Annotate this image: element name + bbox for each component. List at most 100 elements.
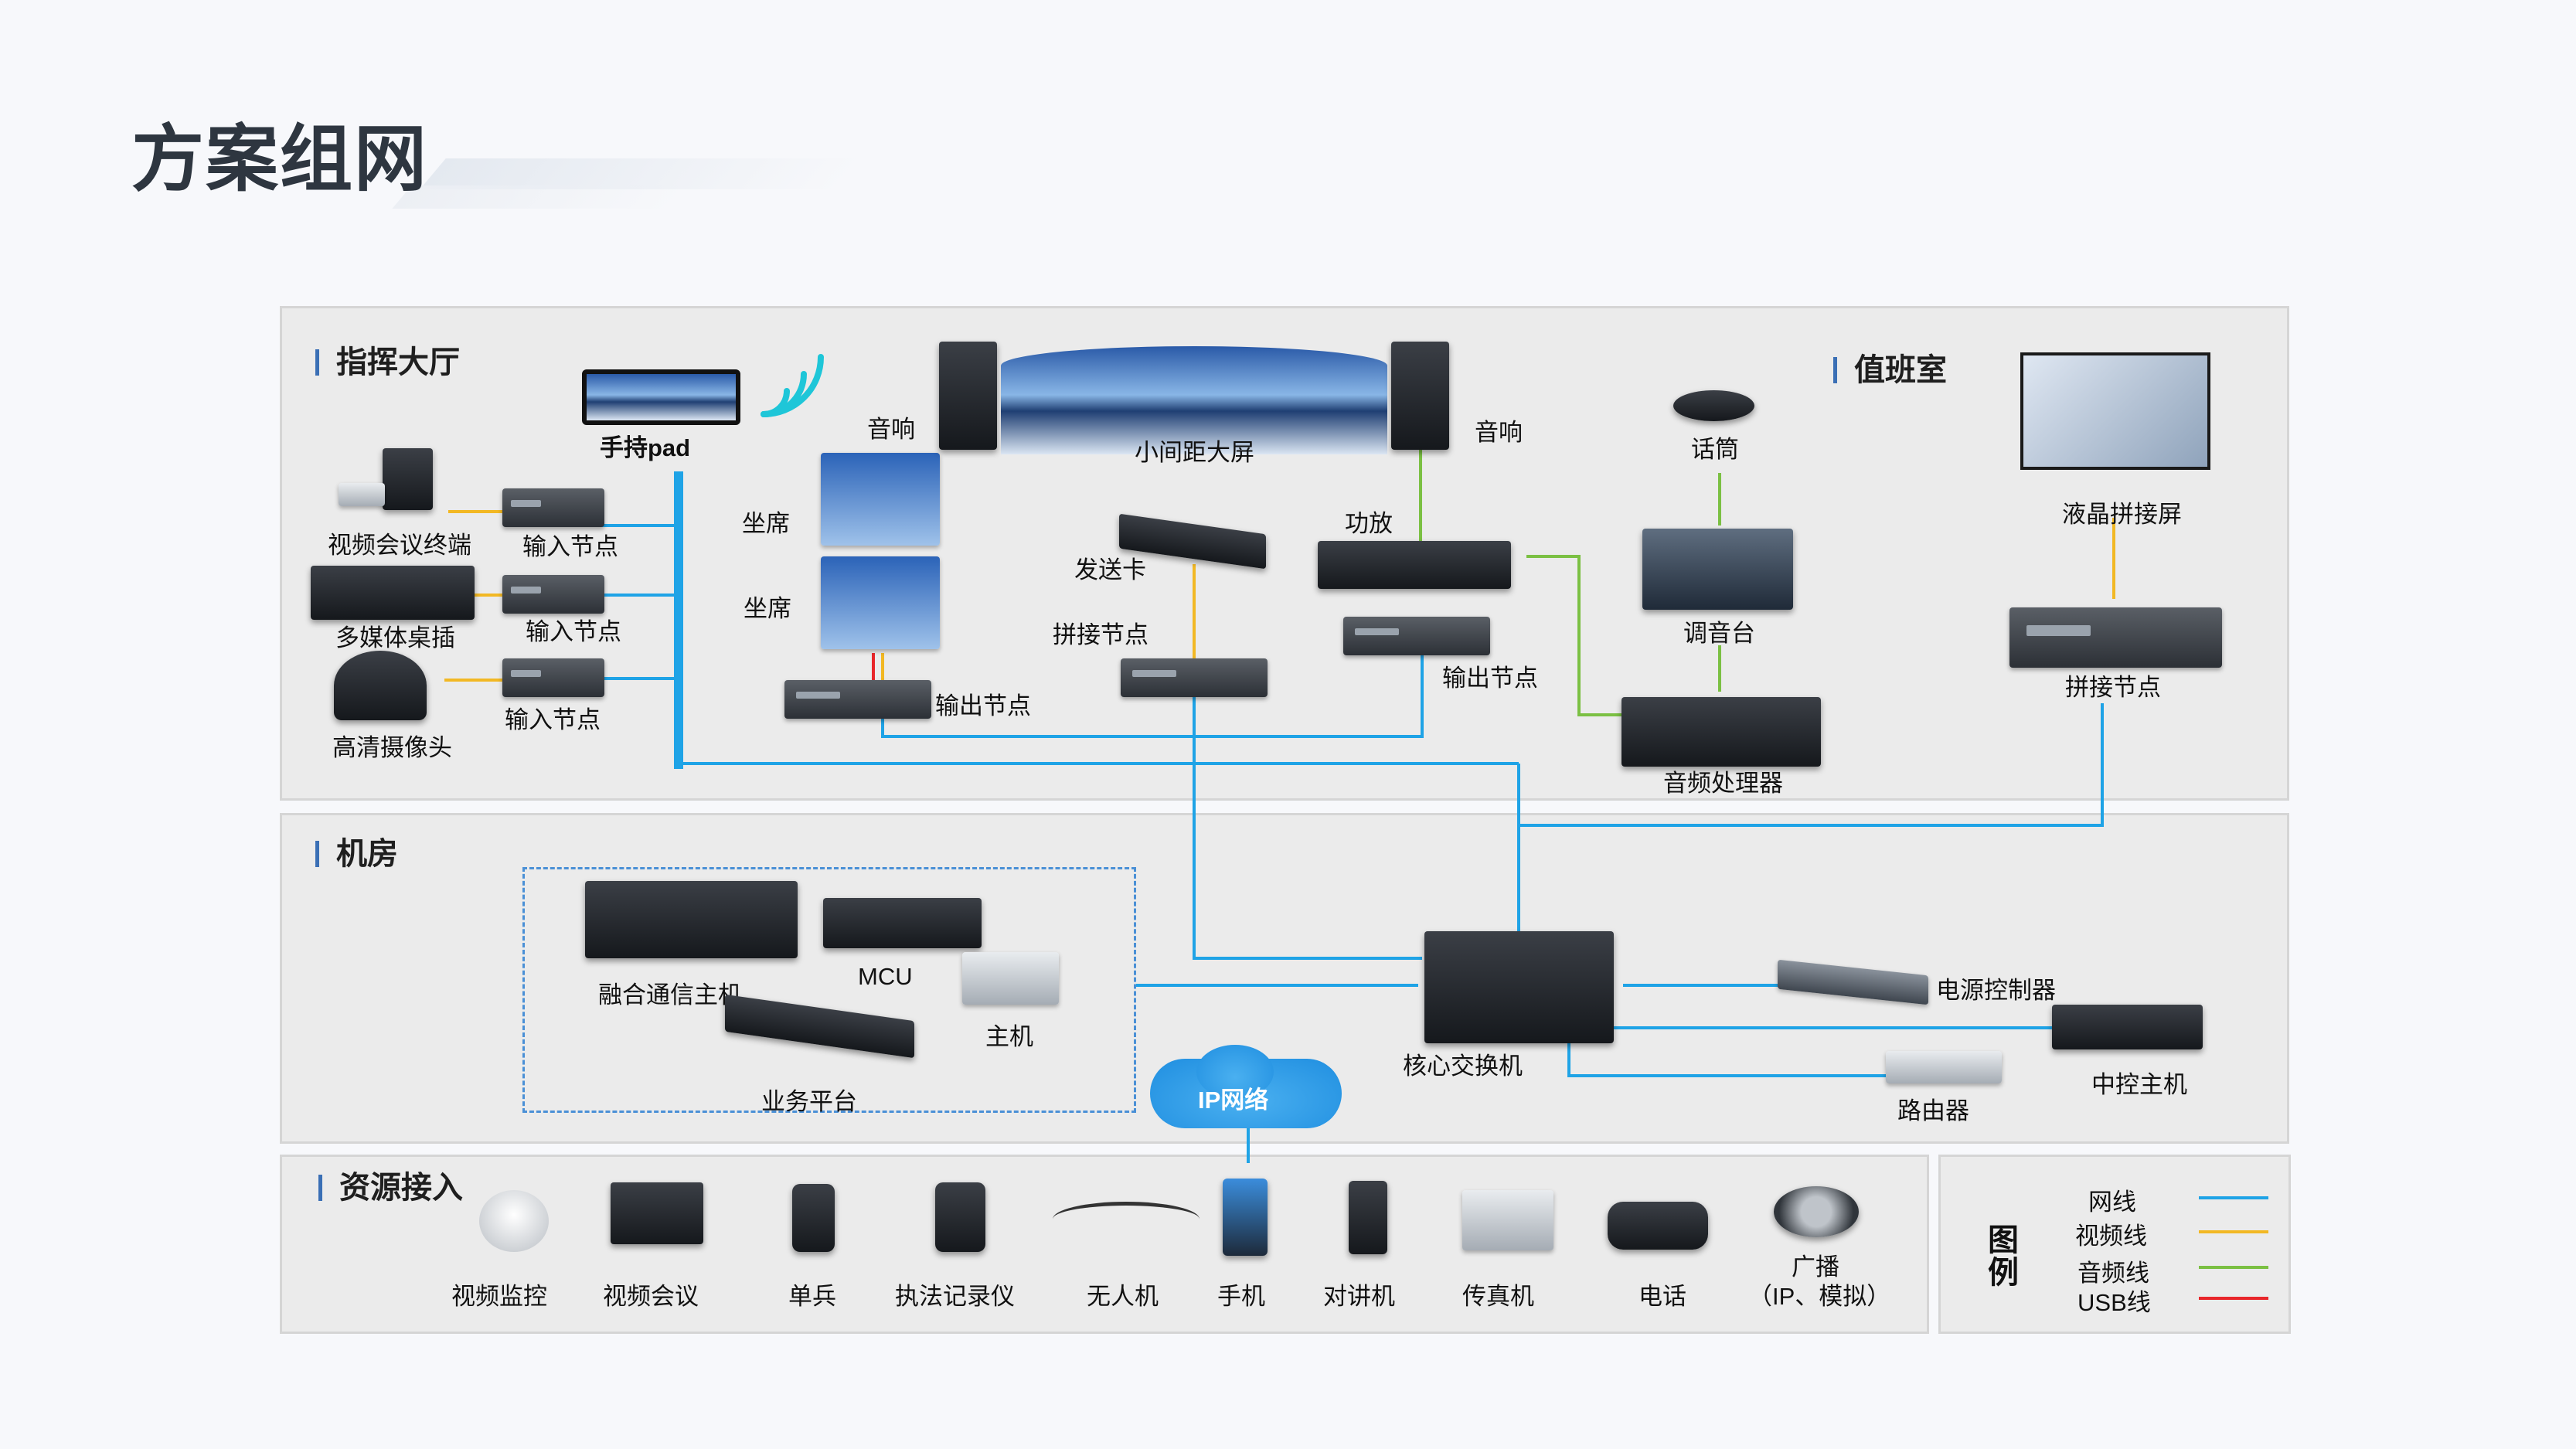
legend-label: 音频线 bbox=[2077, 1260, 2149, 1287]
speaker-right-image bbox=[1391, 342, 1449, 450]
legend-line-usb bbox=[2199, 1297, 2268, 1300]
resource-label: 对讲机 bbox=[1323, 1283, 1395, 1310]
duty-splice-node-label: 拼接节点 bbox=[2065, 674, 2161, 701]
microphone-label: 话筒 bbox=[1691, 436, 1739, 463]
legend-title: 例 bbox=[1988, 1256, 2019, 1290]
telephone-icon bbox=[1608, 1202, 1708, 1250]
input-node-1-image bbox=[502, 488, 604, 527]
host-label: 主机 bbox=[985, 1023, 1033, 1050]
dome-camera-icon bbox=[479, 1190, 549, 1252]
hd-camera-image bbox=[334, 651, 427, 720]
ip-network-label: IP网络 bbox=[1198, 1087, 1269, 1114]
small-pitch-screen-label: 小间距大屏 bbox=[1135, 439, 1254, 466]
amplifier-label: 功放 bbox=[1345, 510, 1393, 537]
resource-label: 手机 bbox=[1217, 1283, 1265, 1310]
page-title: 方案组网 bbox=[131, 118, 429, 199]
seat-1-monitor-image bbox=[821, 453, 940, 546]
fusion-host-image bbox=[585, 881, 798, 958]
seat-2-monitor-image bbox=[821, 556, 940, 649]
section-resource-access: 资源接入 bbox=[318, 1162, 463, 1207]
legend-label: 视频线 bbox=[2075, 1223, 2147, 1250]
seat-2-label: 坐席 bbox=[744, 595, 791, 622]
legend-label: USB线 bbox=[2077, 1289, 2151, 1316]
body-camera-icon bbox=[935, 1182, 985, 1252]
legend-line-audio bbox=[2199, 1266, 2268, 1269]
business-group-box bbox=[522, 867, 1136, 1113]
speaker-left-label: 音响 bbox=[867, 416, 915, 443]
section-duty-room: 值班室 bbox=[1833, 345, 1947, 389]
speaker-left-image bbox=[939, 342, 997, 450]
send-card-label: 发送卡 bbox=[1074, 556, 1146, 583]
legend-line-video bbox=[2199, 1230, 2268, 1233]
audio-processor-image bbox=[1621, 697, 1821, 767]
amplifier-image bbox=[1318, 541, 1511, 589]
resource-label: 单兵 bbox=[788, 1283, 836, 1310]
video-conference-terminal-label: 视频会议终端 bbox=[328, 532, 471, 559]
output-node-right-label: 输出节点 bbox=[1442, 665, 1538, 692]
tablet-image bbox=[582, 369, 740, 425]
small-pitch-screen-image bbox=[1001, 346, 1387, 454]
input-node-3-label: 输入节点 bbox=[505, 706, 601, 733]
output-node-left-image bbox=[784, 680, 931, 719]
phone-icon bbox=[1223, 1179, 1268, 1256]
mixer-image bbox=[1642, 529, 1793, 610]
video-conference-icon bbox=[611, 1182, 703, 1244]
duty-splice-node-image bbox=[2009, 607, 2222, 668]
input-node-2-image bbox=[502, 575, 604, 614]
pad-label: 手持pad bbox=[600, 434, 691, 461]
input-node-3-image bbox=[502, 658, 604, 697]
wifi-icon bbox=[761, 354, 824, 417]
core-switch-label: 核心交换机 bbox=[1403, 1053, 1523, 1080]
central-control-host-image bbox=[2052, 1005, 2203, 1049]
business-platform-label: 业务平台 bbox=[761, 1088, 857, 1115]
resource-label: 广播 bbox=[1792, 1253, 1839, 1281]
ip-network-cloud-puff bbox=[1196, 1045, 1274, 1099]
microphone-image bbox=[1673, 390, 1754, 421]
legend-line-network bbox=[2199, 1196, 2268, 1199]
resource-label: 执法记录仪 bbox=[895, 1283, 1015, 1310]
lcd-wall-image bbox=[2020, 352, 2210, 470]
splice-node-image bbox=[1121, 658, 1268, 697]
mcu-image bbox=[823, 898, 982, 948]
audio-processor-label: 音频处理器 bbox=[1663, 770, 1783, 797]
mixer-label: 调音台 bbox=[1683, 620, 1755, 647]
legend-title: 图 bbox=[1988, 1223, 2019, 1257]
input-node-2-label: 输入节点 bbox=[526, 618, 621, 645]
resource-label: 视频监控 bbox=[451, 1283, 547, 1310]
host-image bbox=[962, 952, 1059, 1005]
resource-label: （IP、模拟） bbox=[1748, 1283, 1891, 1310]
mcu-label: MCU bbox=[858, 963, 913, 990]
seat-1-label: 坐席 bbox=[742, 510, 790, 537]
fax-icon bbox=[1462, 1190, 1553, 1250]
hd-camera-label: 高清摄像头 bbox=[332, 734, 452, 761]
section-machine-room: 机房 bbox=[315, 828, 398, 873]
drone-icon bbox=[1053, 1202, 1200, 1236]
input-node-1-label: 输入节点 bbox=[522, 533, 618, 560]
video-terminal-camera-image bbox=[339, 483, 385, 506]
resource-label: 视频会议 bbox=[603, 1283, 699, 1310]
broadcast-icon bbox=[1774, 1186, 1859, 1237]
resource-label: 传真机 bbox=[1462, 1283, 1534, 1310]
splice-node-label: 拼接节点 bbox=[1053, 621, 1148, 648]
output-node-right-image bbox=[1343, 617, 1490, 655]
speaker-right-label: 音响 bbox=[1475, 419, 1523, 446]
router-label: 路由器 bbox=[1897, 1097, 1969, 1124]
section-command-hall: 指挥大厅 bbox=[315, 337, 460, 382]
walkie-talkie-icon bbox=[1349, 1181, 1387, 1254]
multimedia-socket-image bbox=[311, 566, 475, 620]
central-control-host-label: 中控主机 bbox=[2091, 1071, 2187, 1098]
power-controller-label: 电源控制器 bbox=[1936, 977, 2056, 1004]
legend-label: 网线 bbox=[2088, 1189, 2136, 1216]
core-switch-image bbox=[1424, 931, 1614, 1043]
video-terminal-image bbox=[383, 448, 433, 510]
resource-label: 电话 bbox=[1638, 1283, 1686, 1310]
body-terminal-icon bbox=[792, 1184, 835, 1252]
output-node-left-label: 输出节点 bbox=[935, 692, 1031, 719]
multimedia-socket-label: 多媒体桌插 bbox=[335, 624, 455, 651]
resource-label: 无人机 bbox=[1087, 1283, 1159, 1310]
fusion-host-label: 融合通信主机 bbox=[598, 981, 742, 1009]
legend-panel bbox=[1938, 1155, 2291, 1334]
lcd-wall-label: 液晶拼接屏 bbox=[2062, 501, 2182, 528]
router-image bbox=[1886, 1051, 2002, 1083]
